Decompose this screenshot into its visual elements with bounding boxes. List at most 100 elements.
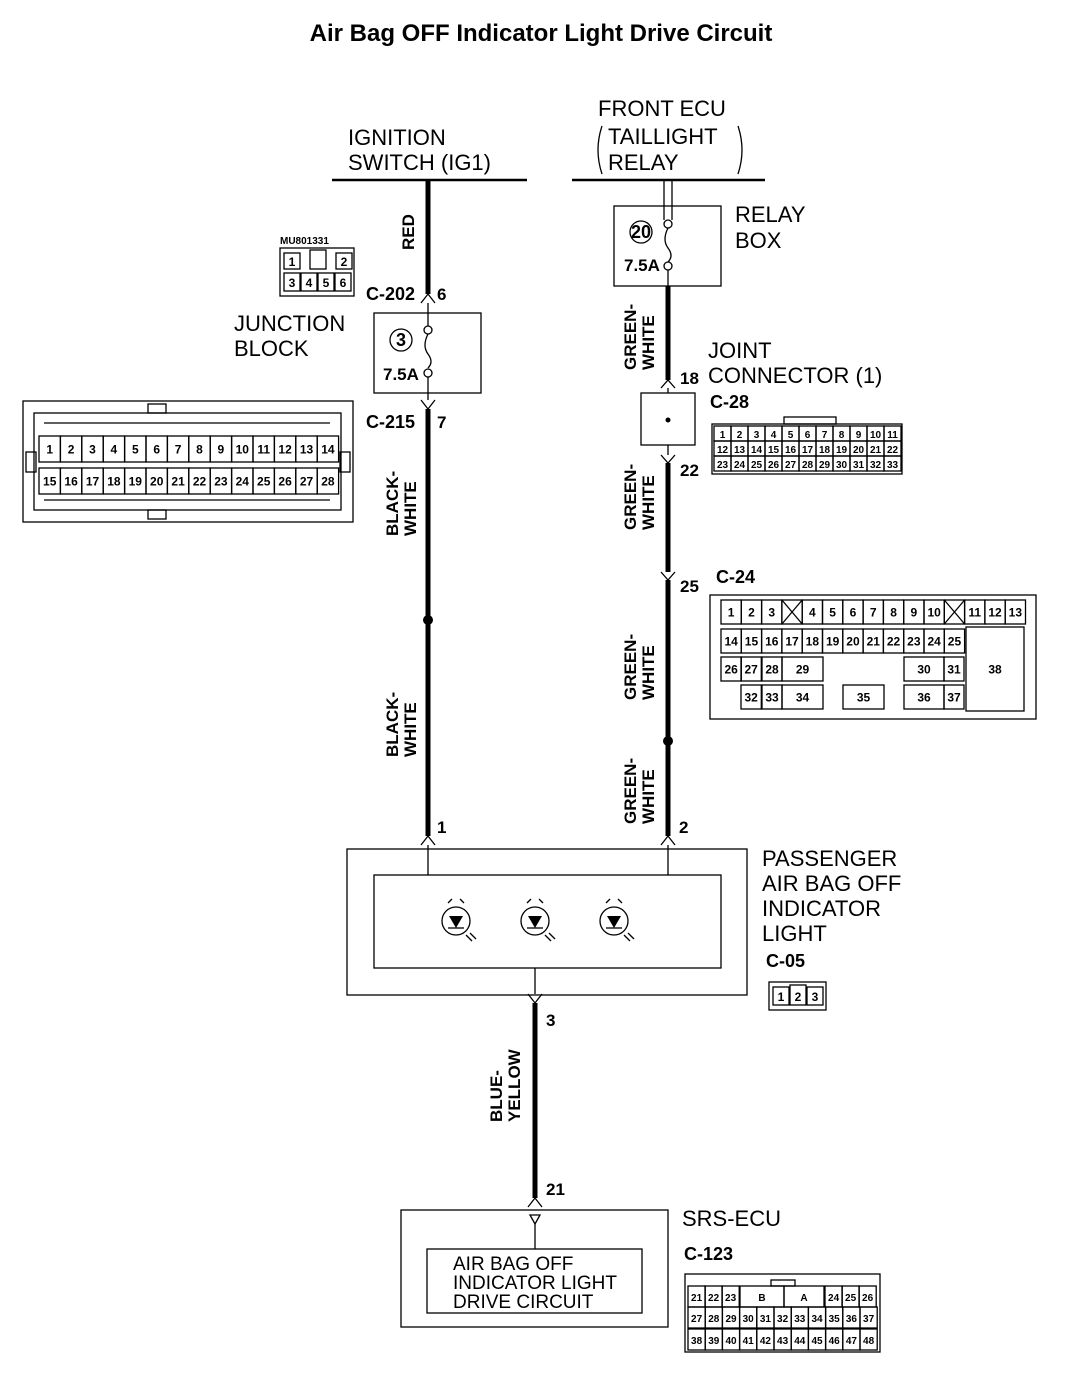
c05-pin3-number: 3 <box>546 1011 555 1030</box>
c28-pin-25-label: 25 <box>751 460 763 471</box>
c123-pin-32-label: 32 <box>777 1314 789 1325</box>
c24-pin-26-label: 26 <box>724 663 738 677</box>
relay-box-fuse-number: 20 <box>631 222 651 242</box>
c215-pin-6-label: 6 <box>153 443 160 457</box>
c24-pin-1-label: 1 <box>728 606 735 620</box>
relay-box-fuse-rating: 7.5A <box>624 256 660 275</box>
wire-label-green-white-1a: GREEN- <box>621 304 640 370</box>
wire-label-green-white-3b: WHITE <box>639 645 658 700</box>
c123-pin-38-label: 38 <box>691 1336 703 1347</box>
indicator-light-label-2: AIR BAG OFF <box>762 871 901 896</box>
srs-ecu-label: SRS-ECU <box>682 1206 781 1231</box>
junction-block-label-2: BLOCK <box>234 336 309 361</box>
c123-pin-number: 21 <box>546 1180 565 1199</box>
c123-pin-41-label: 41 <box>743 1336 755 1347</box>
srs-ecu-inner-label-3: DRIVE CIRCUIT <box>453 1292 594 1313</box>
c05-pin1-symbol <box>420 834 436 846</box>
c202-pin-number: 6 <box>437 285 446 304</box>
joint-connector-out-symbol <box>660 454 676 464</box>
svg-text:3: 3 <box>289 276 296 290</box>
c28-pin-7-label: 7 <box>822 430 828 441</box>
c24-pin-35-label: 35 <box>857 691 871 705</box>
c28-pin-17-label: 17 <box>802 445 814 456</box>
c123-pin-46-label: 46 <box>829 1336 841 1347</box>
relay-box-label-2: BOX <box>735 228 782 253</box>
c123-pin-44-label: 44 <box>794 1336 806 1347</box>
c215-pin-27-label: 27 <box>300 475 314 489</box>
svg-text:1: 1 <box>778 990 785 1004</box>
c215-pin-20-label: 20 <box>150 475 164 489</box>
c123-pin-24-label: 24 <box>828 1293 840 1304</box>
c24-pin-18-label: 18 <box>806 635 820 649</box>
c24-pin-12-label: 12 <box>988 606 1002 620</box>
c28-pin-27-label: 27 <box>785 460 797 471</box>
c24-pin-15-label: 15 <box>745 635 759 649</box>
c123-connector-id: C-123 <box>684 1244 733 1264</box>
c215-pin-14-cavity <box>316 435 340 463</box>
c123-pin-26-label: 26 <box>862 1293 874 1304</box>
svg-text:1: 1 <box>289 255 296 269</box>
c24-connector-symbol <box>660 571 676 581</box>
c123-pin-48-cavity <box>859 1328 878 1351</box>
c123-pin-28-label: 28 <box>708 1314 720 1325</box>
c24-pin-31-cavity <box>943 656 965 682</box>
relay-box-label-1: RELAY <box>735 202 806 227</box>
front-ecu-label-1: FRONT ECU <box>598 96 726 121</box>
c123-pin-22-label: 22 <box>708 1293 720 1304</box>
c215-pin-14-label: 14 <box>321 443 335 457</box>
c28-pin-2-label: 2 <box>737 430 743 441</box>
c24-pin-38-label: 38 <box>988 663 1002 677</box>
c123-pin-48-label: 48 <box>863 1336 875 1347</box>
srs-ecu-box <box>400 1209 669 1328</box>
c28-pin-29-label: 29 <box>819 460 831 471</box>
c28-pin-19-label: 19 <box>836 445 848 456</box>
junction-block-label-1: JUNCTION <box>234 311 345 336</box>
c123-pin-33-label: 33 <box>794 1314 806 1325</box>
c123-pin-B-label: B <box>758 1293 765 1304</box>
c24-pin-34-cavity <box>781 684 824 710</box>
wire-label-green-white-3a: GREEN- <box>621 634 640 700</box>
c123-pin-25-label: 25 <box>845 1293 857 1304</box>
front-ecu-left-bracket <box>597 125 603 175</box>
front-ecu-label-2: TAILLIGHT <box>608 124 718 149</box>
wire-label-red: RED <box>399 214 418 250</box>
c28-pin-13-label: 13 <box>734 445 746 456</box>
svg-text:5: 5 <box>323 276 330 290</box>
c28-pin-28-label: 28 <box>802 460 814 471</box>
c215-pin-28-label: 28 <box>321 475 335 489</box>
indicator-light-label-1: PASSENGER <box>762 846 897 871</box>
c24-pin-38-cavity <box>965 626 1025 712</box>
junction-fuse-circle <box>389 328 413 352</box>
wire-label-black-white-upper-1: BLACK- <box>383 471 402 536</box>
c123-pin-35-label: 35 <box>829 1314 841 1325</box>
c24-connector-id: C-24 <box>716 567 755 587</box>
c05-pin2-number: 2 <box>679 818 688 837</box>
c28-pin-33-label: 33 <box>887 460 899 471</box>
c28-pin-11-label: 11 <box>887 430 898 441</box>
c24-pin-24-label: 24 <box>927 635 941 649</box>
c24-pin-14-label: 14 <box>724 635 738 649</box>
c24-pin-31-label: 31 <box>947 663 961 677</box>
c24-pin-4-label: 4 <box>809 606 816 620</box>
c215-pin-21-label: 21 <box>171 475 185 489</box>
wire-label-green-white-2a: GREEN- <box>621 464 640 530</box>
svg-text:2: 2 <box>795 990 802 1004</box>
c24-pin-10-label: 10 <box>927 606 941 620</box>
c28-connector-id: C-28 <box>710 392 749 412</box>
mu801331-connector-face: 1 2 3 4 5 6 <box>279 247 355 297</box>
c202-connector-symbol <box>420 292 436 304</box>
c123-pin-36-label: 36 <box>846 1314 858 1325</box>
joint-connector-in-symbol <box>660 379 676 389</box>
c215-pin-11-label: 11 <box>257 443 270 457</box>
c215-pin-25-label: 25 <box>257 475 271 489</box>
indicator-light-label-4: LIGHT <box>762 921 827 946</box>
junction-fuse-rating: 7.5A <box>383 365 419 384</box>
c24-pin-16-label: 16 <box>765 635 779 649</box>
c05-connector-id: C-05 <box>766 951 805 971</box>
relay-fuse-pin-top <box>663 219 673 229</box>
c24-pin-13-label: 13 <box>1009 606 1023 620</box>
c28-pin-1-label: 1 <box>720 430 726 441</box>
c215-pin-24-label: 24 <box>236 475 250 489</box>
